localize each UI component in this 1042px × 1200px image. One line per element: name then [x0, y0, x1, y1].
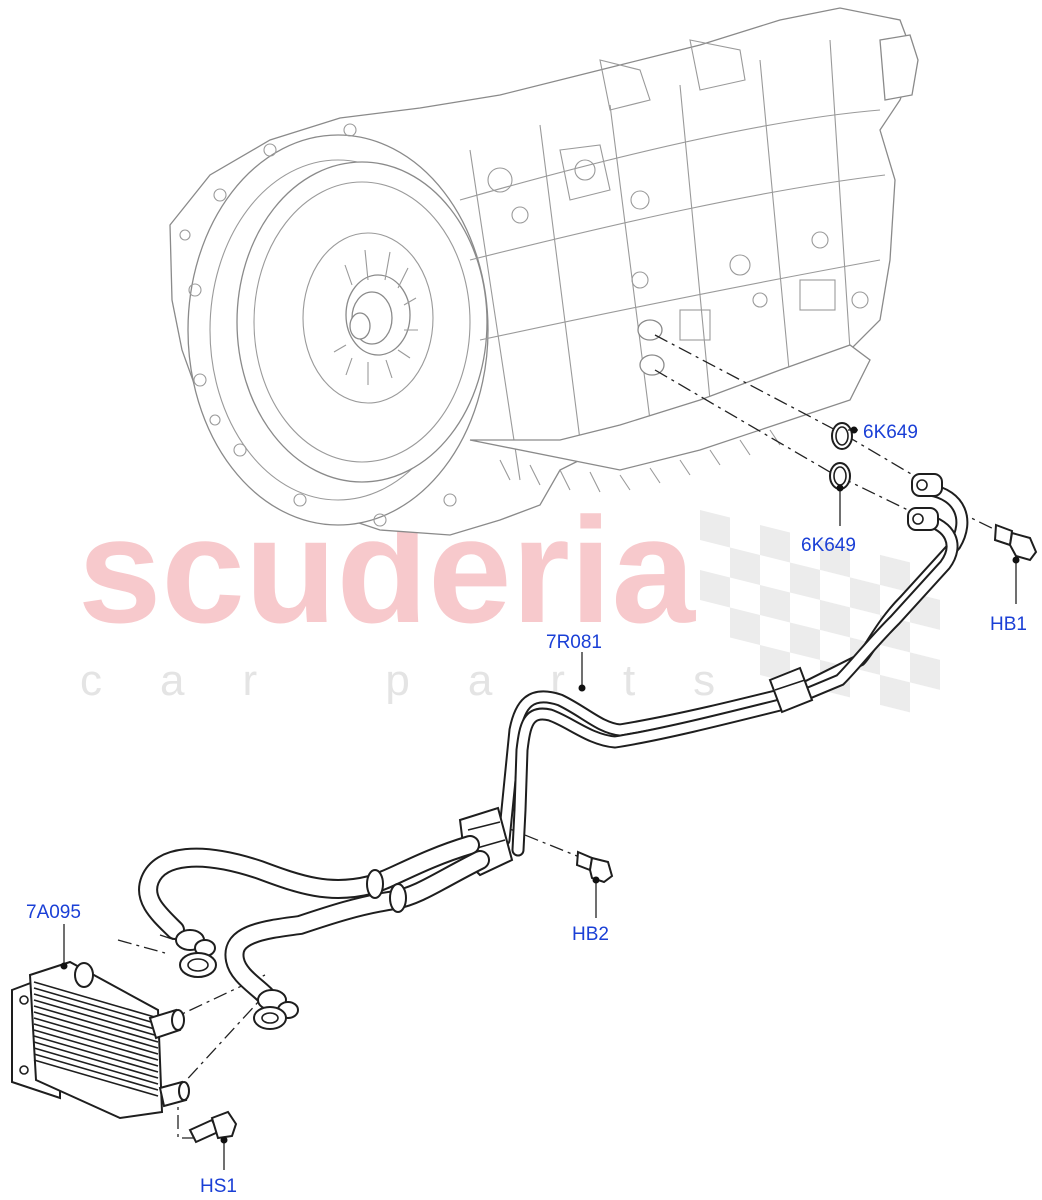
- callout-labels: 6K649 6K649 HB1 7R081 HB2 7A095 HS1: [26, 422, 1027, 1197]
- cooler-ports: [631, 271, 711, 376]
- callout-hs1[interactable]: HS1: [200, 1176, 237, 1197]
- callout-6k649-lower[interactable]: 6K649: [801, 535, 856, 556]
- bolt-hs1: [188, 1110, 238, 1144]
- watermark-tagline: car parts: [80, 656, 773, 705]
- bolt-hb2: [575, 850, 614, 884]
- callout-hb2[interactable]: HB2: [572, 924, 609, 945]
- callout-leaders: [60, 426, 1020, 1170]
- quick-connector-lower: [253, 989, 299, 1030]
- cooler-pipes: [458, 473, 969, 877]
- transmission-oil-cooler: [11, 960, 190, 1120]
- callout-hb1[interactable]: HB1: [990, 614, 1027, 635]
- converter-hub: [333, 249, 418, 385]
- transmission-assembly: [169, 7, 919, 536]
- callout-6k649-upper[interactable]: 6K649: [863, 422, 918, 443]
- bolt-hb1: [993, 523, 1038, 562]
- flange-holes: [179, 123, 457, 527]
- callout-7a095[interactable]: 7A095: [26, 902, 81, 923]
- quick-connector-upper: [175, 929, 217, 978]
- cooler-hoses: [138, 835, 490, 1030]
- o-ring-upper: [831, 422, 853, 450]
- callout-7r081[interactable]: 7R081: [546, 632, 602, 653]
